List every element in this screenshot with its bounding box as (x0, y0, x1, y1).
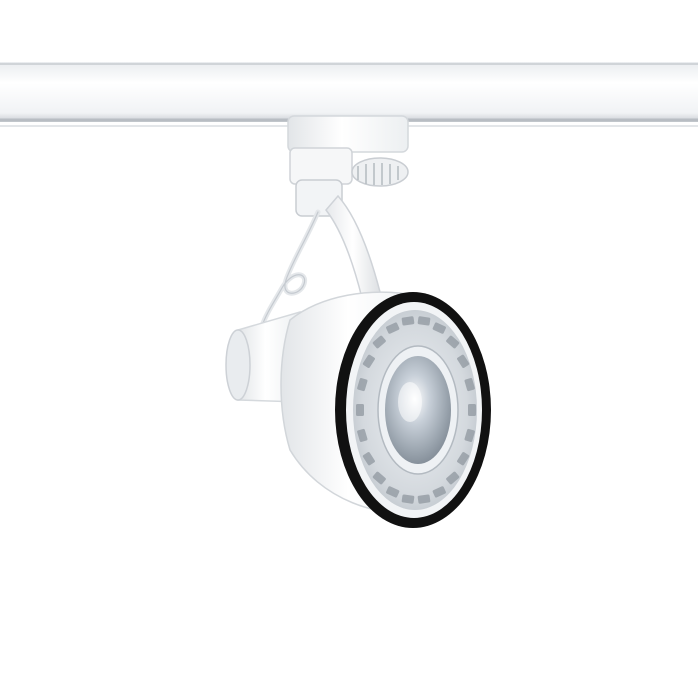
heatsink-fin (417, 316, 431, 326)
heatsink-fin (464, 378, 475, 392)
heatsink-fin (401, 494, 415, 504)
heatsink-fin (464, 428, 475, 442)
heatsink-fin (401, 316, 415, 326)
heatsink-fin (372, 335, 386, 349)
heatsink-fin (357, 428, 368, 442)
heatsink-fin (372, 471, 386, 485)
heatsink-fin (386, 322, 400, 334)
track-adapter (287, 115, 409, 217)
heatsink-fin (457, 354, 470, 368)
heatsink-fin (468, 404, 476, 416)
heatsink-fin (446, 471, 460, 485)
heatsink-fin (457, 452, 470, 466)
heatsink-fin (446, 335, 460, 349)
heatsink-fin (417, 494, 431, 504)
adapter-knob-ribs (357, 163, 399, 185)
heatsink-fin (356, 404, 364, 416)
led-lens (377, 345, 459, 475)
heatsink-fin (432, 486, 446, 498)
heatsink-fin (362, 452, 375, 466)
heatsink-fins (356, 316, 476, 504)
heatsink-fin (357, 378, 368, 392)
heatsink-fin (362, 354, 375, 368)
mounting-arm (325, 194, 381, 299)
heatsink-fin (432, 322, 446, 334)
heatsink-fin (386, 486, 400, 498)
